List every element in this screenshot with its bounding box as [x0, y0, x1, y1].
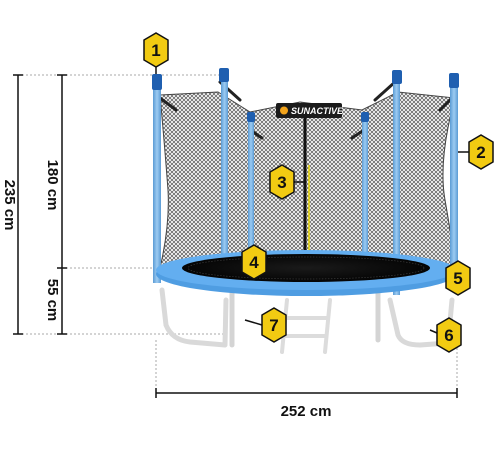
pole-back-left-outer	[221, 80, 228, 290]
brand-label: SUNACTIVE	[276, 103, 344, 118]
svg-text:6: 6	[444, 326, 453, 345]
frame-legs-back	[229, 287, 381, 348]
diameter-label: 252 cm	[281, 403, 332, 420]
total-height-label: 235 cm	[1, 180, 18, 231]
svg-text:1: 1	[151, 41, 160, 60]
svg-text:2: 2	[476, 143, 485, 162]
callout-7: 7	[261, 307, 287, 343]
frame-height-label: 55 cm	[44, 279, 61, 322]
safety-net	[159, 91, 456, 269]
net-height-label: 180 cm	[44, 160, 61, 211]
trampoline: SUNACTIVE	[152, 68, 459, 354]
callout-5: 5	[445, 260, 471, 296]
callout-2: 2	[468, 134, 494, 170]
poles	[153, 80, 458, 295]
pole-back-right-outer	[393, 80, 400, 295]
jumping-mat	[182, 254, 430, 282]
pole-front-left	[153, 88, 161, 283]
dimension-lines	[13, 74, 458, 400]
callout-4: 4	[241, 244, 267, 280]
frame-legs-front	[159, 287, 455, 348]
pole-caps	[152, 68, 459, 122]
ladder	[280, 298, 332, 354]
callout-1: 1	[143, 32, 169, 68]
pole-back-right-inner	[362, 120, 368, 270]
callout-6: 6	[436, 317, 462, 353]
callout-3: 3	[269, 164, 295, 200]
pole-back-left-inner	[248, 120, 254, 270]
svg-text:7: 7	[269, 316, 278, 335]
svg-text:5: 5	[453, 269, 462, 288]
brand-logo-text: SUNACTIVE	[291, 106, 344, 116]
pole-front-right	[450, 86, 458, 283]
svg-text:4: 4	[249, 253, 259, 272]
svg-text:3: 3	[277, 173, 286, 192]
